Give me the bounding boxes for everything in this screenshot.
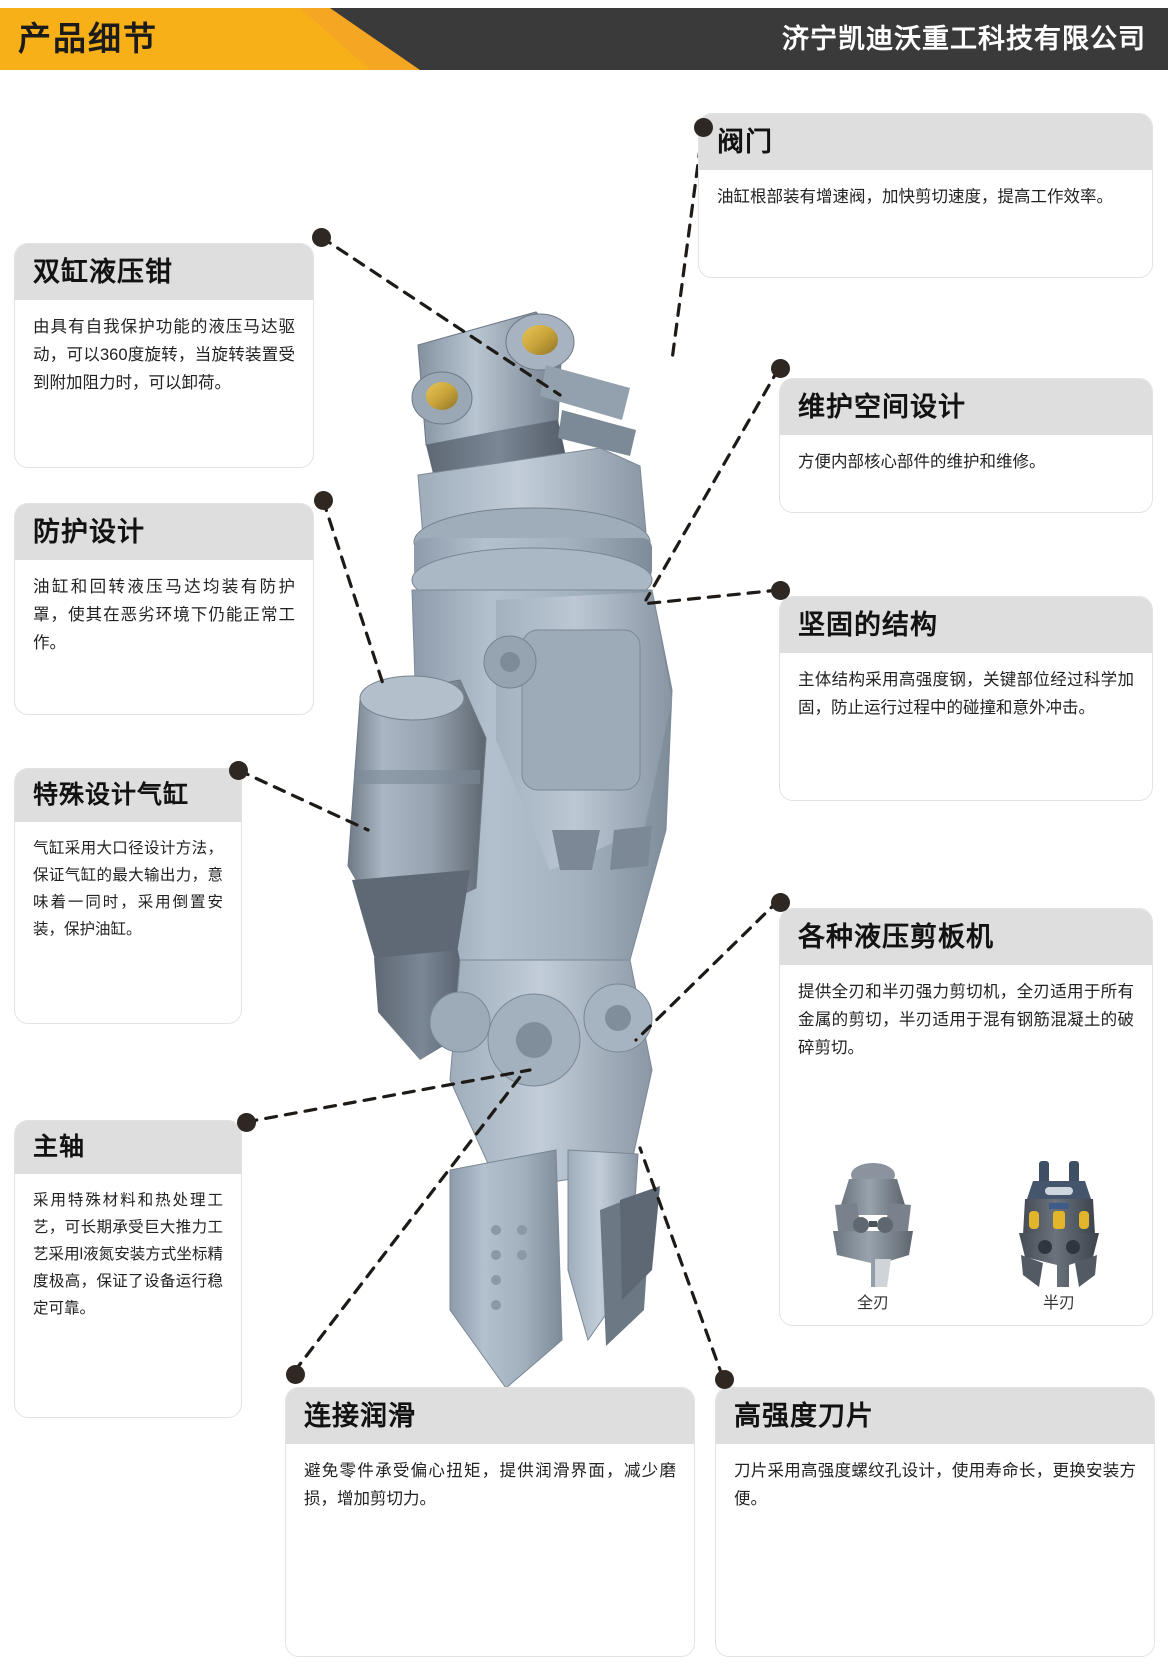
card-shear-types-body: 提供全刃和半刃强力剪切机，全刃适用于所有金属的剪切，半刃适用于混有钢筋混凝土的破… (798, 983, 1134, 1057)
product-image (300, 270, 820, 1390)
card-solid-structure-title: 坚固的结构 (780, 597, 1152, 653)
callout-dot-protection (314, 491, 333, 510)
half-blade-caption: 半刃 (1042, 1295, 1075, 1312)
shear-types-thumbnails: 全刃 (780, 1157, 1152, 1315)
card-main-shaft: 主轴 采用特殊材料和热处理工艺，可长期承受巨大推力工艺采用l液氮安装方式坐标精度… (14, 1120, 242, 1418)
thumbnail-half-blade: 半刃 (984, 1157, 1134, 1315)
callout-dot-shear-types (771, 893, 790, 912)
card-lubrication-title: 连接润滑 (286, 1388, 694, 1444)
callout-dot-lubrication (286, 1365, 305, 1384)
callout-dot-solid-structure (771, 581, 790, 600)
card-special-cylinder-body: 气缸采用大口径设计方法，保证气缸的最大输出力，意味着一同时，采用倒置安装，保护油… (33, 840, 223, 938)
callout-dot-dual-cylinder (312, 228, 331, 247)
full-blade-image (798, 1157, 948, 1289)
callout-dot-blade (715, 1370, 734, 1389)
card-shear-types: 各种液压剪板机 提供全刃和半刃强力剪切机，全刃适用于所有金属的剪切，半刃适用于混… (779, 908, 1153, 1326)
card-blade-body: 刀片采用高强度螺纹孔设计，使用寿命长，更换安装方便。 (734, 1462, 1136, 1508)
half-blade-image (984, 1157, 1134, 1289)
card-valve-body: 油缸根部装有增速阀，加快剪切速度，提高工作效率。 (717, 188, 1113, 206)
card-valve: 阀门 油缸根部装有增速阀，加快剪切速度，提高工作效率。 (698, 113, 1153, 278)
card-special-cylinder: 特殊设计气缸 气缸采用大口径设计方法，保证气缸的最大输出力，意味着一同时，采用倒… (14, 768, 242, 1024)
page-title: 产品细节 (18, 20, 158, 57)
card-blade-title: 高强度刀片 (716, 1388, 1154, 1444)
card-protection-body: 油缸和回转液压马达均装有防护罩，使其在恶劣环境下仍能正常工作。 (33, 578, 295, 652)
card-solid-structure: 坚固的结构 主体结构采用高强度钢，关键部位经过科学加固，防止运行过程中的碰撞和意… (779, 596, 1153, 801)
card-solid-structure-body: 主体结构采用高强度钢，关键部位经过科学加固，防止运行过程中的碰撞和意外冲击。 (798, 671, 1134, 717)
card-maintenance-space-body: 方便内部核心部件的维护和维修。 (798, 453, 1046, 471)
company-name: 济宁凯迪沃重工科技有限公司 (782, 24, 1146, 54)
card-lubrication: 连接润滑 避免零件承受偏心扭矩，提供润滑界面，减少磨损，增加剪切力。 (285, 1387, 695, 1657)
card-special-cylinder-title: 特殊设计气缸 (15, 769, 241, 822)
page-header: 产品细节 济宁凯迪沃重工科技有限公司 (0, 8, 1168, 70)
card-maintenance-space: 维护空间设计 方便内部核心部件的维护和维修。 (779, 378, 1153, 513)
callout-dot-main-shaft (237, 1113, 256, 1132)
card-dual-cylinder: 双缸液压钳 由具有自我保护功能的液压马达驱动，可以360度旋转，当旋转装置受到附… (14, 243, 314, 468)
card-lubrication-body: 避免零件承受偏心扭矩，提供润滑界面，减少磨损，增加剪切力。 (304, 1462, 676, 1508)
callout-dot-maintenance-space (771, 359, 790, 378)
callout-dot-special-cylinder (229, 761, 248, 780)
card-blade: 高强度刀片 刀片采用高强度螺纹孔设计，使用寿命长，更换安装方便。 (715, 1387, 1155, 1657)
card-main-shaft-title: 主轴 (15, 1121, 241, 1174)
card-dual-cylinder-title: 双缸液压钳 (15, 244, 313, 300)
card-valve-title: 阀门 (699, 114, 1152, 170)
card-maintenance-space-title: 维护空间设计 (780, 379, 1152, 435)
full-blade-caption: 全刃 (856, 1295, 889, 1312)
card-dual-cylinder-body: 由具有自我保护功能的液压马达驱动，可以360度旋转，当旋转装置受到附加阻力时，可… (33, 318, 295, 392)
card-shear-types-title: 各种液压剪板机 (780, 909, 1152, 965)
thumbnail-full-blade: 全刃 (798, 1157, 948, 1315)
card-main-shaft-body: 采用特殊材料和热处理工艺，可长期承受巨大推力工艺采用l液氮安装方式坐标精度极高，… (33, 1192, 223, 1317)
card-protection-title: 防护设计 (15, 504, 313, 560)
header-yellow-band-inner (0, 8, 370, 70)
card-protection: 防护设计 油缸和回转液压马达均装有防护罩，使其在恶劣环境下仍能正常工作。 (14, 503, 314, 715)
callout-dot-valve (694, 118, 713, 137)
